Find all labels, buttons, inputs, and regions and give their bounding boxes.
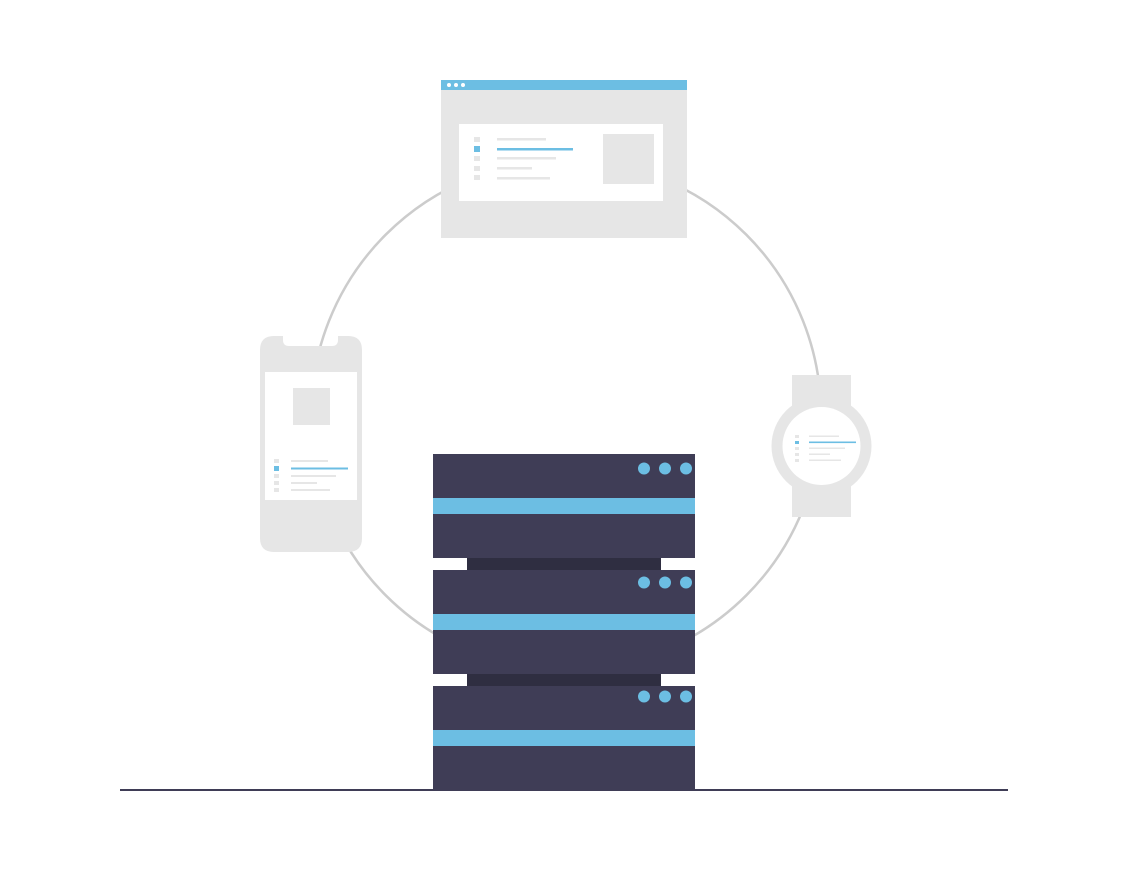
server-unit [433, 570, 695, 674]
status-light-icon [638, 690, 650, 703]
server-stack-icon [433, 454, 695, 790]
smartwatch-icon [771, 375, 872, 517]
status-light-icon [680, 690, 692, 703]
server-connector [467, 557, 661, 571]
status-light-icon [680, 462, 692, 475]
browser-window-icon [441, 80, 687, 238]
server-unit [433, 686, 695, 790]
smartphone-icon [260, 336, 362, 552]
status-light-icon [659, 690, 671, 703]
status-light-icon [680, 576, 692, 589]
status-light-icon [659, 462, 671, 475]
status-light-icon [659, 576, 671, 589]
status-light-icon [638, 576, 650, 589]
server-unit [433, 454, 695, 558]
status-light-icon [638, 462, 650, 475]
server-connector [467, 673, 661, 687]
